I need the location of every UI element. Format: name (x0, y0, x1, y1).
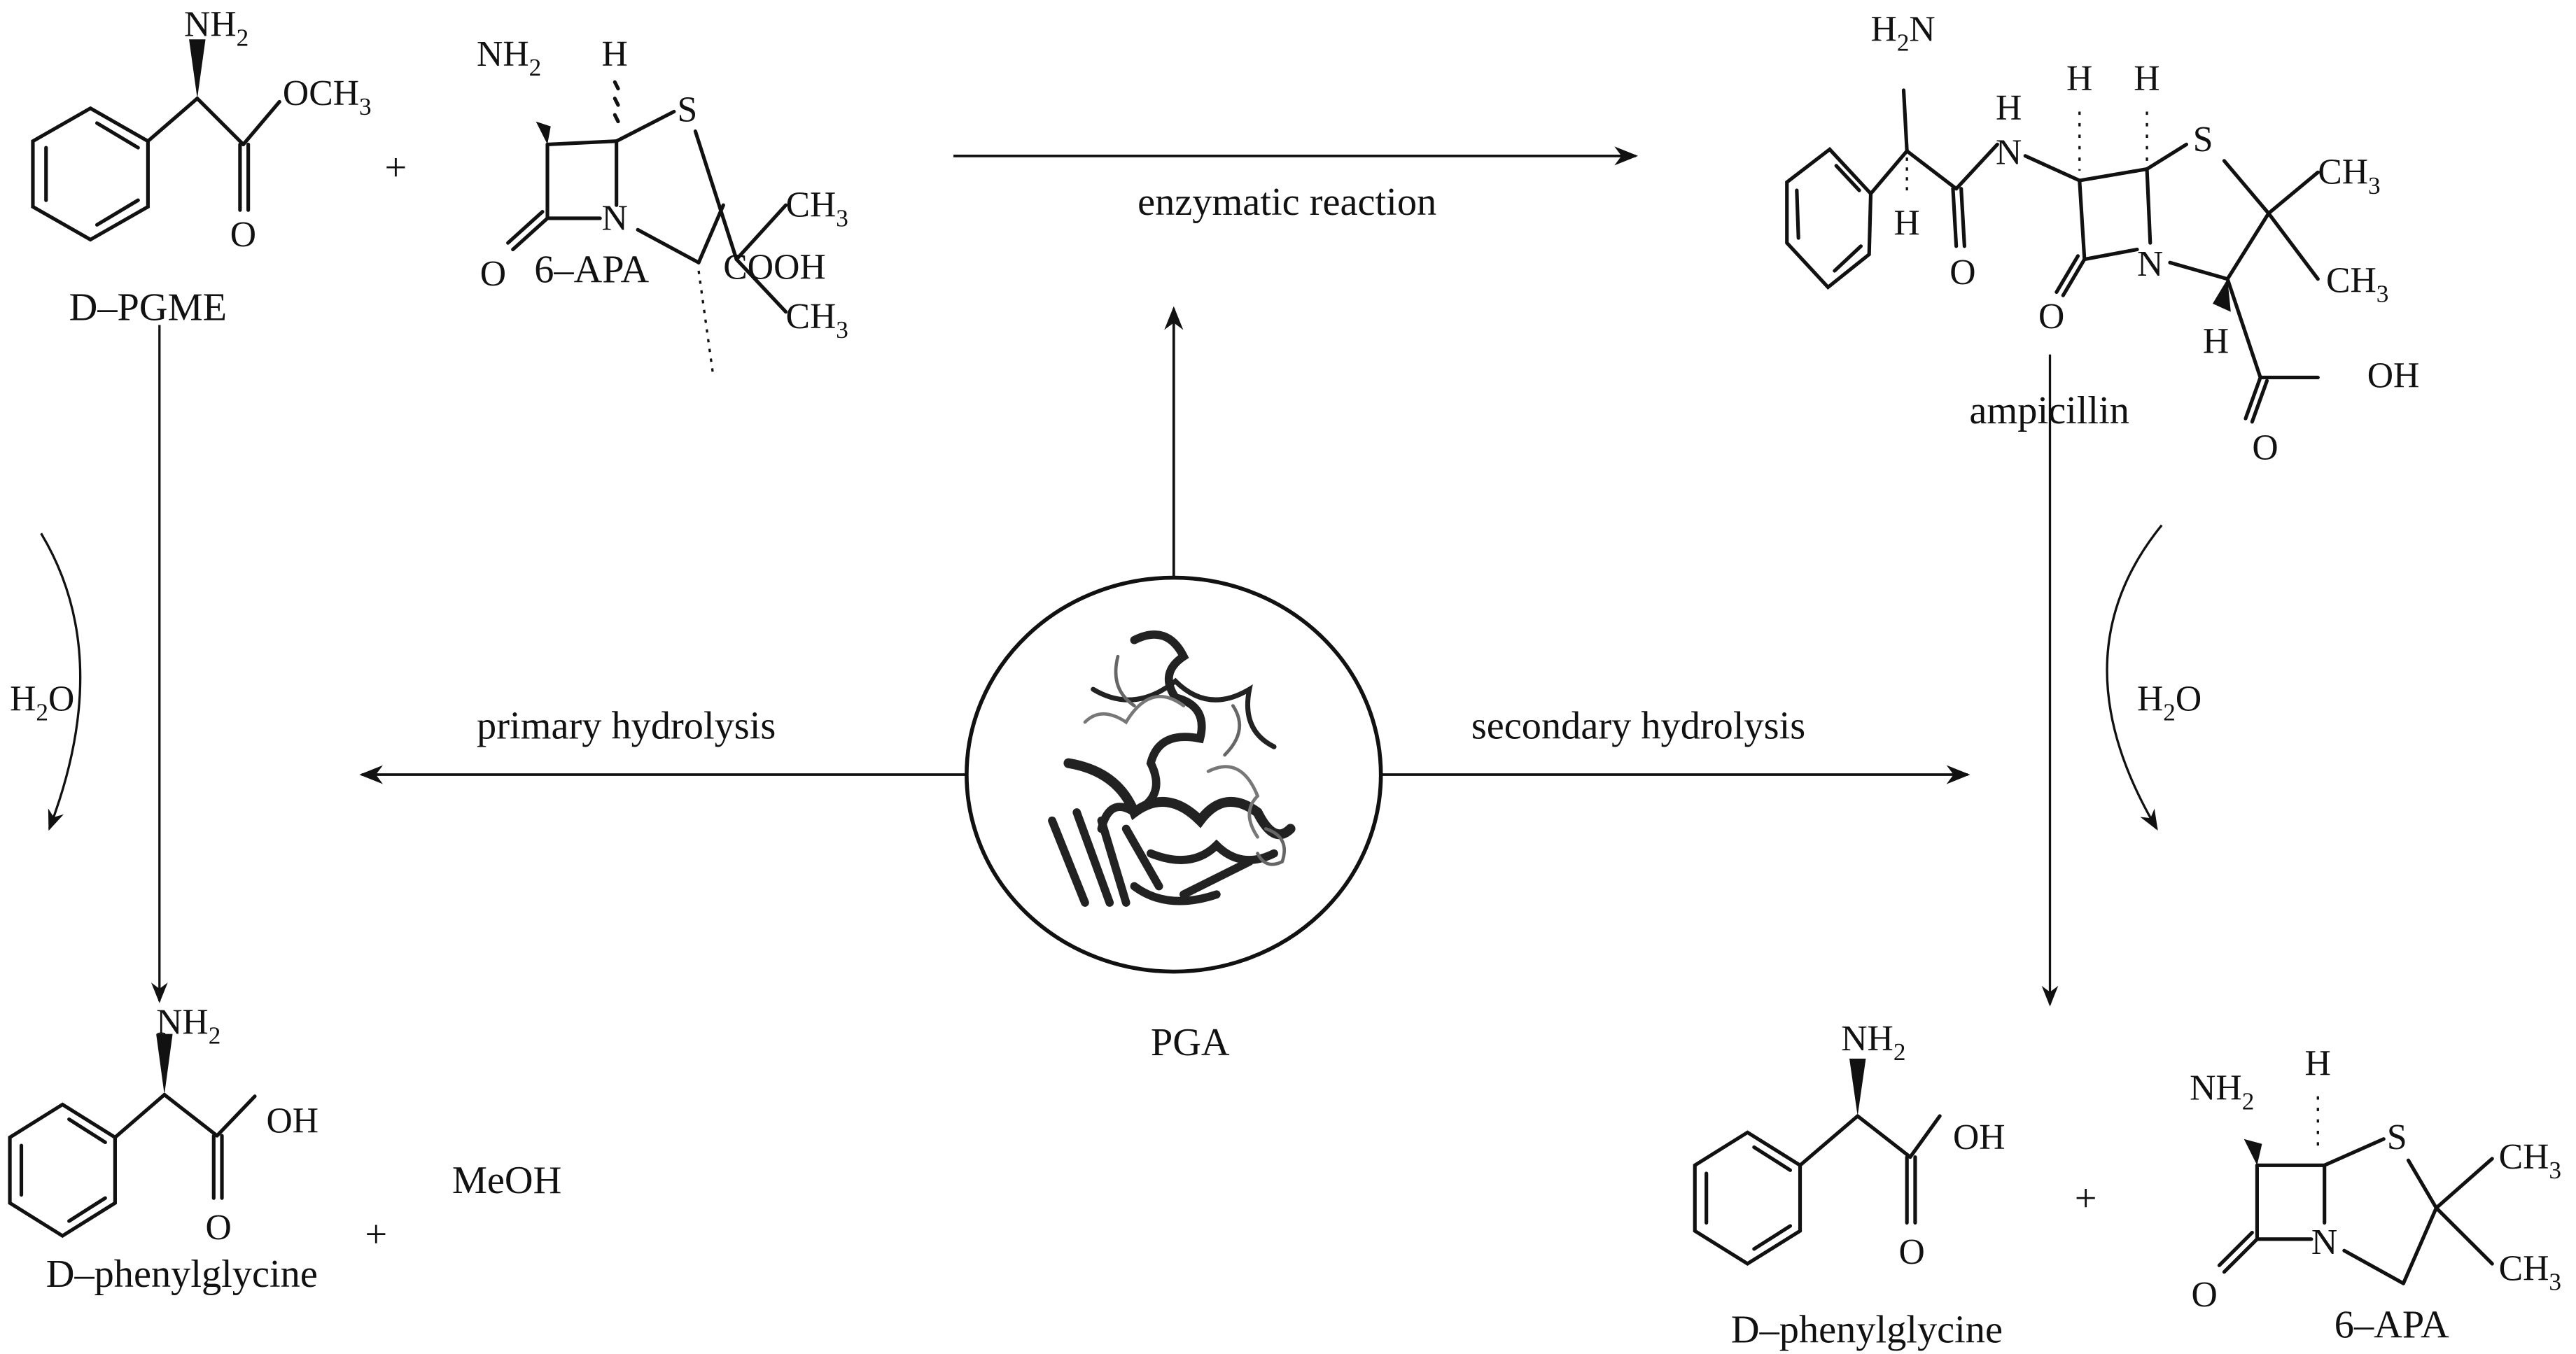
benzene-ring (31, 106, 150, 242)
compound-d-pgme: NH2 O OCH3 D–PGME (31, 5, 372, 329)
atom-oh: OH (266, 1101, 318, 1141)
enzyme-label: PGA (1151, 1021, 1230, 1064)
compound-ampicillin: H2N H O H N H H O N S CH3 CH3 (1785, 10, 2420, 468)
atom-n: N (2311, 1222, 2337, 1262)
wedge-bond (536, 121, 551, 145)
atom-h: H (2066, 59, 2092, 99)
protein-structure-icon (1048, 630, 1296, 907)
atom-h: H (1893, 203, 1919, 243)
atom-ch3: CH3 (2318, 153, 2380, 199)
atom-nh2: NH2 (2190, 1068, 2254, 1115)
atom-nh2: NH2 (1841, 1019, 1905, 1066)
atom-n: N (602, 198, 628, 238)
compound-6-apa-bottom: NH2 H O N S CH3 CH3 6–APA (2190, 1043, 2561, 1346)
atom-och3: OCH3 (283, 73, 372, 120)
reagent-h2o-right: H2O (2137, 679, 2202, 726)
atom-h: H (2134, 59, 2160, 99)
atom-h: H (2305, 1043, 2331, 1083)
atom-o: O (480, 254, 506, 294)
atom-h: H (1996, 88, 2022, 128)
plus-sign: + (2075, 1177, 2097, 1220)
atom-h: H (2203, 321, 2229, 361)
atom-o: O (1949, 253, 1975, 292)
atom-o: O (2252, 428, 2278, 468)
atom-o: O (1898, 1232, 1924, 1272)
synthesis-label: enzymatic reaction (1138, 181, 1436, 224)
atom-s: S (678, 90, 698, 130)
atom-h2n: H2N (1871, 10, 1935, 57)
atom-oh: OH (1953, 1117, 2005, 1157)
atom-nh2: NH2 (156, 1003, 220, 1050)
atom-ch3: CH3 (2499, 1137, 2561, 1184)
benzene-ring (8, 1102, 117, 1239)
plus-sign: + (385, 146, 407, 190)
wedge-bond (1849, 1058, 1866, 1116)
wedge-bond (189, 39, 206, 99)
atom-o: O (206, 1208, 232, 1248)
compound-d-phenylglycine-right: NH2 O OH D–phenylglycine (1693, 1019, 2005, 1352)
atom-ch3: CH3 (2326, 261, 2388, 308)
atom-ch3: CH3 (2499, 1248, 2561, 1295)
wedge-bond (2212, 278, 2231, 312)
compound-name-6apa: 6–APA (534, 248, 649, 291)
atom-o: O (2191, 1275, 2217, 1315)
plus-sign: + (365, 1213, 387, 1257)
atom-n: N (2137, 244, 2163, 284)
benzene-ring (1693, 1130, 1802, 1267)
atom-ch3: CH3 (786, 185, 848, 232)
compound-d-phenylglycine-left: NH2 O OH D–phenylglycine (8, 1003, 318, 1296)
wedge-bond (156, 1034, 173, 1095)
atom-oh: OH (2367, 356, 2420, 396)
reagent-h2o-left: H2O (10, 679, 74, 726)
atom-s: S (2193, 120, 2213, 160)
atom-h: H (602, 34, 628, 74)
atom-ch3: CH3 (786, 297, 848, 344)
atom-cooh: COOH (723, 248, 825, 288)
wedge-bond (2244, 1138, 2262, 1166)
atom-o: O (2038, 297, 2064, 337)
compound-name-dpgme: D–PGME (69, 285, 227, 329)
primary-hydrolysis-label: primary hydrolysis (477, 704, 776, 747)
atom-n: N (1996, 133, 2022, 173)
compound-6-apa-top: NH2 H O N S CH3 CH3 COOH 6–APA (477, 34, 848, 378)
compound-name-dphg-right: D–phenylglycine (1731, 1309, 2003, 1352)
atom-nh2: NH2 (477, 34, 541, 81)
atom-o: O (230, 215, 256, 255)
water-curved-arrow-right (2106, 524, 2163, 831)
compound-name-dphg-left: D–phenylglycine (46, 1253, 318, 1296)
atom-s: S (2387, 1117, 2407, 1157)
atom-nh2: NH2 (184, 5, 248, 52)
secondary-hydrolysis-label: secondary hydrolysis (1471, 704, 1805, 747)
enzyme-circle (965, 575, 1383, 974)
water-curved-arrow-left (40, 533, 82, 831)
compound-name-6apa-bottom: 6–APA (2334, 1304, 2449, 1347)
compound-meoh: MeOH (452, 1159, 562, 1202)
